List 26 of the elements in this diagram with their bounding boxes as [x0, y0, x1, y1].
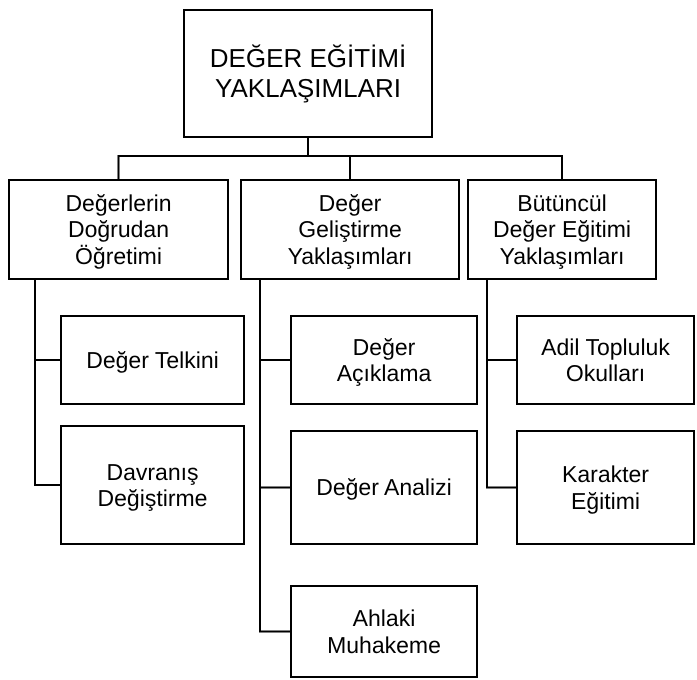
node-label: Değer Telkini	[86, 346, 219, 374]
node-label: Değer Açıklama	[336, 334, 432, 386]
node-label: DEĞER EĞİTİMİ YAKLAŞIMLARI	[208, 44, 408, 104]
category-box	[60, 425, 245, 545]
category-box	[290, 315, 478, 405]
node-label: Ahlaki Muhakeme	[327, 605, 441, 658]
category-box	[60, 315, 245, 405]
node-label: Değer Analizi	[316, 474, 452, 501]
connector-line	[486, 280, 516, 488]
node-label: Bütüncül Değer Eğitimi Yaklaşımları	[492, 190, 632, 270]
node-label: Karakter Eğitimi	[561, 461, 650, 514]
node-label: Değer Geliştirme Yaklaşımları	[286, 190, 414, 270]
connector-line	[307, 138, 563, 179]
node-label: Adil Topluluk Okulları	[540, 334, 671, 386]
category-box	[467, 179, 657, 280]
category-box	[290, 585, 478, 678]
category-box	[516, 430, 695, 545]
category-box	[240, 179, 460, 280]
root-box	[183, 9, 433, 138]
category-box	[516, 315, 695, 405]
connector-line	[34, 280, 60, 486]
node-label: Değerlerin Doğrudan Öğretimi	[64, 190, 173, 270]
category-box	[8, 179, 229, 280]
connector-line	[259, 280, 290, 632]
category-box	[290, 430, 478, 545]
node-label: Davranış Değiştirme	[96, 458, 208, 512]
